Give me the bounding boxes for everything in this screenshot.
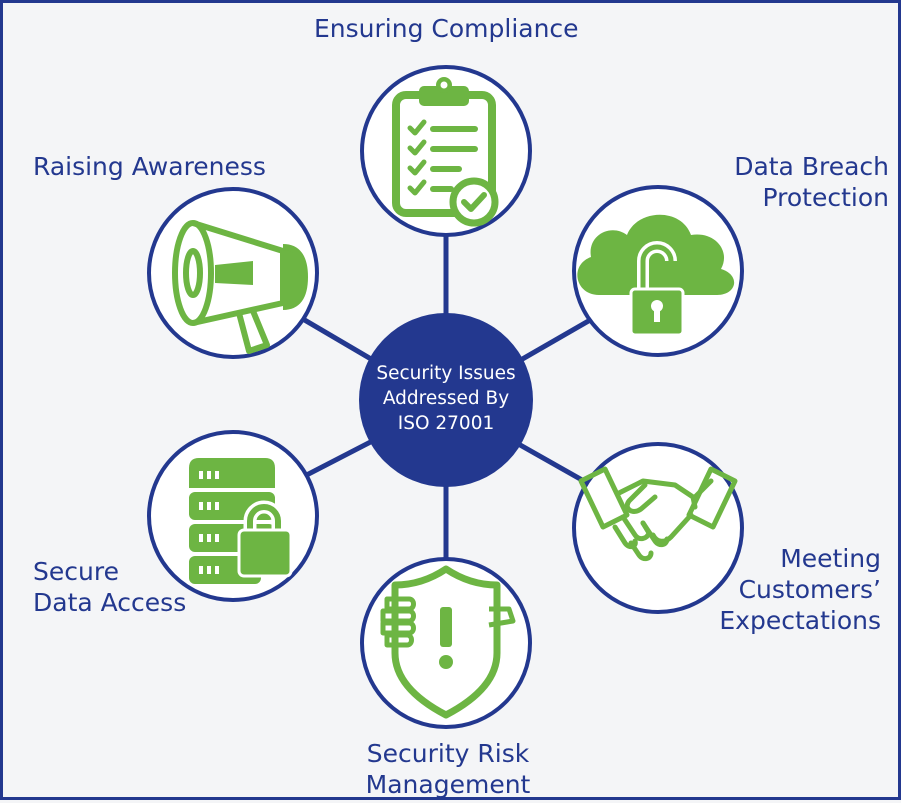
label-access: Secure Data Access [33,556,186,618]
center-hub-label: Security Issues Addressed By ISO 27001 [362,361,530,436]
label-customers-line-2: Customers’ [738,575,881,604]
label-compliance: Ensuring Compliance [314,13,579,44]
megaphone-icon [172,220,308,354]
center-line-1: Security Issues [376,363,516,384]
node-circle-customers [572,442,744,614]
label-customers-line-3: Expectations [719,606,881,635]
label-awareness: Raising Awareness [33,151,266,182]
shield-exclamation-icon [380,565,516,719]
center-line-3: ISO 27001 [397,413,495,434]
label-access-line-2: Data Access [33,588,187,617]
clipboard-checklist-icon [392,77,499,227]
label-customers: Meeting Customers’ Expectations [693,543,881,636]
handshake-icon [578,466,738,562]
cloud-padlock-icon [577,214,735,337]
label-breach-line-2: Protection [762,183,889,212]
label-awareness-line-1: Raising Awareness [33,152,266,181]
label-access-line-1: Secure [33,557,119,586]
server-lock-icon [189,458,293,584]
label-breach: Data Breach Protection [703,151,889,213]
center-hub [359,313,533,487]
label-compliance-line-1: Ensuring Compliance [314,14,579,43]
center-line-2: Addressed By [382,388,510,409]
label-breach-line-1: Data Breach [734,152,889,181]
label-customers-line-1: Meeting [780,544,881,573]
label-risk: Security Risk Management [348,738,548,800]
label-risk-line-2: Management [365,770,531,799]
label-risk-line-1: Security Risk [366,739,530,768]
diagram-graphic [147,65,744,729]
